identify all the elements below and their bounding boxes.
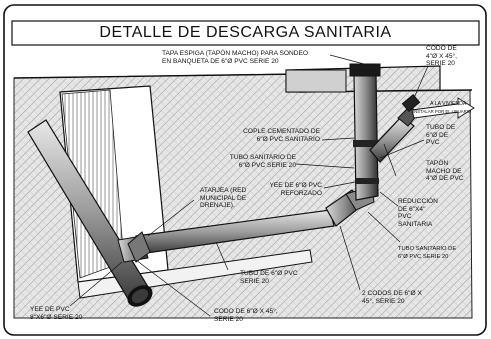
house-arrow [411,97,475,119]
branch-pipe [369,115,415,163]
label-codo-top: CODO DE 4"Ø X 45°, SERIE 20 [426,45,458,68]
label-atarjea: ATARJEA (RED MUNICIPAL DE DRENAJE). [200,187,247,210]
atarjea-pipe [27,119,153,307]
label-tapa-espiga: TAPA ESPIGA (TAPÓN MACHO) PARA SONDEO EN… [162,50,309,65]
label-tubo-6-serie: TUBO DE 6"Ø PVC SERIE 20 [240,270,298,285]
codo-low [127,231,151,263]
label-codo-bottom: CODO DE 6"Ø X 45°, SERIE 20 [214,308,278,323]
label-tapon-macho: TAPÓN MACHO DE 4"Ø DE PVC [426,160,464,183]
label-tubo-6-right: TUBO DE 6"Ø DE PVC [426,124,456,147]
yee-band [355,178,379,184]
label-yee-pvc: YEE DE PVC 8"X6"Ø SERIE 20 [30,306,83,321]
leader-lines [69,54,429,317]
label-tubo-sanitario-mid: TUBO SANITARIO DE 6"Ø PVC SERIE 20 [229,154,296,169]
page-title: DETALLE DE DESCARGA SANITARIA [99,24,392,41]
curb-block [285,69,347,93]
cap-top [349,63,381,77]
label-reduccion: REDUCCIÓN DE 6"X4" PVC SANITARIA [398,198,438,228]
label-yee-reforzado: YEE DE 6"Ø PVC REFORZADO [269,182,322,197]
label-dos-codos: 2 CODOS DE 6"Ø X 45°, SERIE 20 [362,290,422,305]
label-tubo-sanitario-low: TUBO SANITARIO DE 6"Ø PVC SERIE 20 [398,246,457,260]
label-cople: COPLE CEMENTADO DE 6"Ø PVC SANITARIO [243,128,320,143]
title-box [11,20,480,46]
label-a-la-vivienda: A LA VIVIENDA [430,101,467,107]
label-instalar: INSTALAR POR EL USUARIO [413,109,472,114]
cople-band [353,140,379,147]
tapon-macho [401,93,421,113]
